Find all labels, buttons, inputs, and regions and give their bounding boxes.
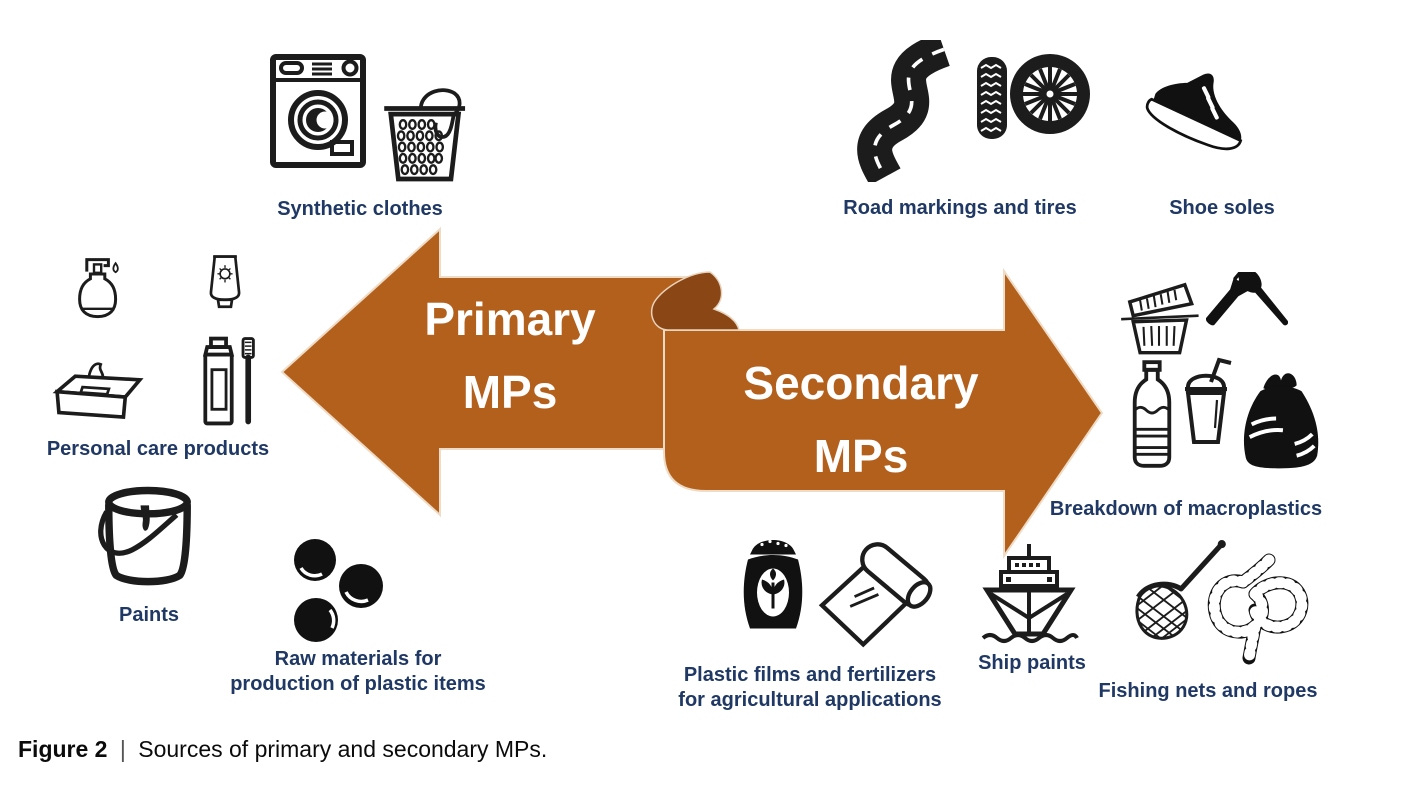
- figure-caption-separator: |: [119, 736, 126, 762]
- figure-caption-number: Figure 2: [18, 736, 108, 762]
- paints-label: Paints: [118, 604, 180, 626]
- sunscreen-tube-icon: [209, 255, 241, 309]
- food-container-icon: [1121, 282, 1199, 355]
- secondary-arrow-line2: MPs: [813, 430, 909, 482]
- washing-machine-icon: [270, 54, 366, 168]
- bottle-toothbrush-icon: [202, 336, 255, 426]
- synthetic-clothes-label: Synthetic clothes: [277, 198, 443, 220]
- primary-arrow-line2: MPs: [462, 366, 558, 418]
- paint-bucket-icon: [98, 486, 191, 586]
- plastic-film-roll-icon: [818, 542, 933, 648]
- ship-icon: [981, 544, 1079, 643]
- personal-care-label: Personal care products: [46, 438, 270, 460]
- drink-cup-icon: [1185, 357, 1232, 444]
- trash-bag-icon: [1243, 373, 1319, 469]
- soap-dispenser-icon: [78, 258, 119, 319]
- plastic-pellets-icon: [294, 539, 383, 642]
- ship-paints-label: Ship paints: [978, 652, 1086, 674]
- wet-wipes-icon: [52, 362, 144, 420]
- plastic-films-label: Plastic films and fertilizers for agricu…: [658, 663, 962, 713]
- plastic-films-line2: for agricultural applications: [678, 689, 942, 711]
- fertilizer-bag-icon: [743, 539, 803, 629]
- fishing-net-icon: [1135, 540, 1226, 640]
- shoe-soles-label: Shoe soles: [1169, 197, 1275, 219]
- primary-arrow-label: Primary MPs: [370, 296, 650, 415]
- winding-road-icon: [857, 40, 951, 182]
- primary-arrow-line1: Primary: [424, 293, 596, 345]
- raw-materials-line1: Raw materials for: [274, 648, 442, 670]
- tire-tread-icon: [977, 57, 1007, 139]
- fork-spoon-icon: [1206, 272, 1288, 326]
- breakdown-label: Breakdown of macroplastics: [1049, 498, 1323, 520]
- figure-caption: Figure 2 | Sources of primary and second…: [18, 736, 547, 763]
- figure-caption-text: Sources of primary and secondary MPs.: [138, 736, 548, 762]
- road-markings-label: Road markings and tires: [843, 197, 1077, 219]
- sneaker-icon: [1145, 73, 1243, 151]
- laundry-basket-icon: [384, 88, 466, 182]
- plastic-films-line1: Plastic films and fertilizers: [683, 664, 937, 686]
- secondary-arrow-label: Secondary MPs: [716, 360, 1006, 479]
- water-bottle-icon: [1132, 360, 1172, 468]
- raw-materials-line2: production of plastic items: [230, 673, 486, 695]
- secondary-arrow-line1: Secondary: [743, 357, 979, 409]
- fishing-nets-label: Fishing nets and ropes: [1098, 680, 1318, 702]
- wheel-icon: [1010, 54, 1090, 134]
- ribbon-fold-shape: [650, 271, 740, 331]
- rope-knot-icon: [1207, 553, 1309, 665]
- raw-materials-label: Raw materials for production of plastic …: [222, 647, 494, 697]
- secondary-arrow-shape: [663, 267, 1104, 560]
